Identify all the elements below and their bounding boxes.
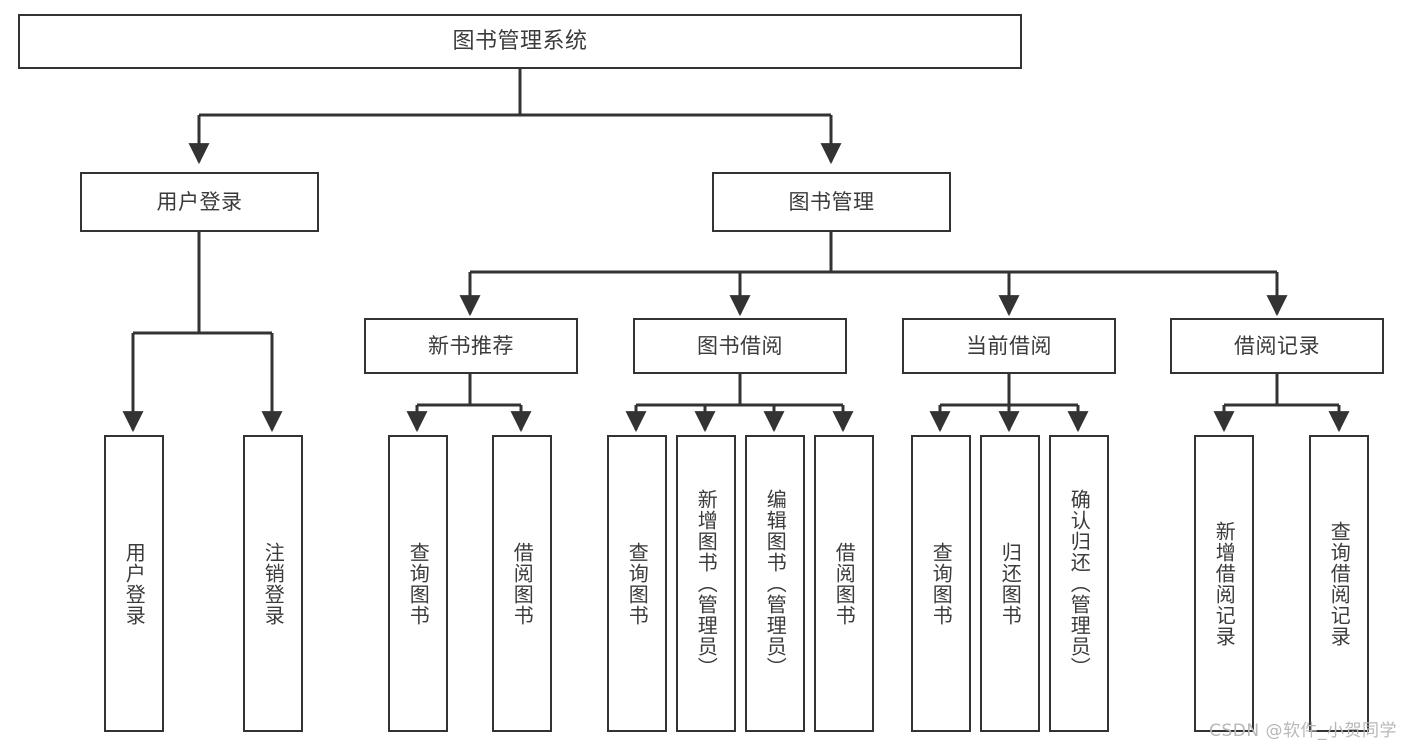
node-label: 用户登录 — [122, 541, 147, 626]
watermark-text: CSDN @软件_小贺同学 — [1209, 721, 1397, 741]
leaf-book-borrow-edit-book[interactable]: 编辑图书（管理员） — [745, 435, 805, 732]
node-book-management[interactable]: 图书管理 — [712, 172, 951, 232]
node-user-login[interactable]: 用户登录 — [80, 172, 319, 232]
node-label: 图书借阅 — [697, 333, 783, 358]
leaf-current-borrow-return-book[interactable]: 归还图书 — [980, 435, 1040, 732]
leaf-book-borrow-query-book[interactable]: 查询图书 — [607, 435, 667, 732]
node-label: 查询图书 — [406, 541, 431, 626]
node-label: 图书管理系统 — [452, 28, 588, 54]
leaf-new-book-query-book[interactable]: 查询图书 — [388, 435, 448, 732]
leaf-borrow-record-query-record[interactable]: 查询借阅记录 — [1309, 435, 1369, 732]
leaf-borrow-record-add-record[interactable]: 新增借阅记录 — [1194, 435, 1254, 732]
leaf-user-login-login[interactable]: 用户登录 — [104, 435, 164, 732]
node-current-borrow[interactable]: 当前借阅 — [902, 318, 1116, 374]
node-borrow-record[interactable]: 借阅记录 — [1170, 318, 1384, 374]
node-label: 新增图书（管理员） — [694, 489, 719, 678]
node-label: 当前借阅 — [966, 333, 1052, 358]
node-label: 借阅图书 — [832, 541, 857, 626]
node-label: 归还图书 — [998, 541, 1023, 626]
leaf-book-borrow-borrow-book[interactable]: 借阅图书 — [814, 435, 874, 732]
node-label: 查询图书 — [625, 541, 650, 626]
node-label: 注销登录 — [261, 541, 286, 626]
node-label: 查询借阅记录 — [1327, 520, 1352, 647]
leaf-book-borrow-add-book[interactable]: 新增图书（管理员） — [676, 435, 736, 732]
node-label: 确认归还（管理员） — [1067, 489, 1092, 678]
node-root-system[interactable]: 图书管理系统 — [18, 14, 1022, 69]
leaf-current-borrow-query-book[interactable]: 查询图书 — [911, 435, 971, 732]
node-label: 查询图书 — [929, 541, 954, 626]
leaf-new-book-borrow-book[interactable]: 借阅图书 — [492, 435, 552, 732]
node-new-book-recommend[interactable]: 新书推荐 — [364, 318, 578, 374]
node-label: 借阅图书 — [510, 541, 535, 626]
node-label: 编辑图书（管理员） — [763, 489, 788, 678]
leaf-current-borrow-confirm-return[interactable]: 确认归还（管理员） — [1049, 435, 1109, 732]
node-label: 新增借阅记录 — [1212, 520, 1237, 647]
node-label: 新书推荐 — [428, 333, 514, 358]
node-label: 用户登录 — [156, 189, 243, 214]
node-label: 借阅记录 — [1234, 333, 1320, 358]
leaf-user-login-logout[interactable]: 注销登录 — [243, 435, 303, 732]
node-book-borrow[interactable]: 图书借阅 — [633, 318, 847, 374]
node-label: 图书管理 — [788, 189, 875, 214]
